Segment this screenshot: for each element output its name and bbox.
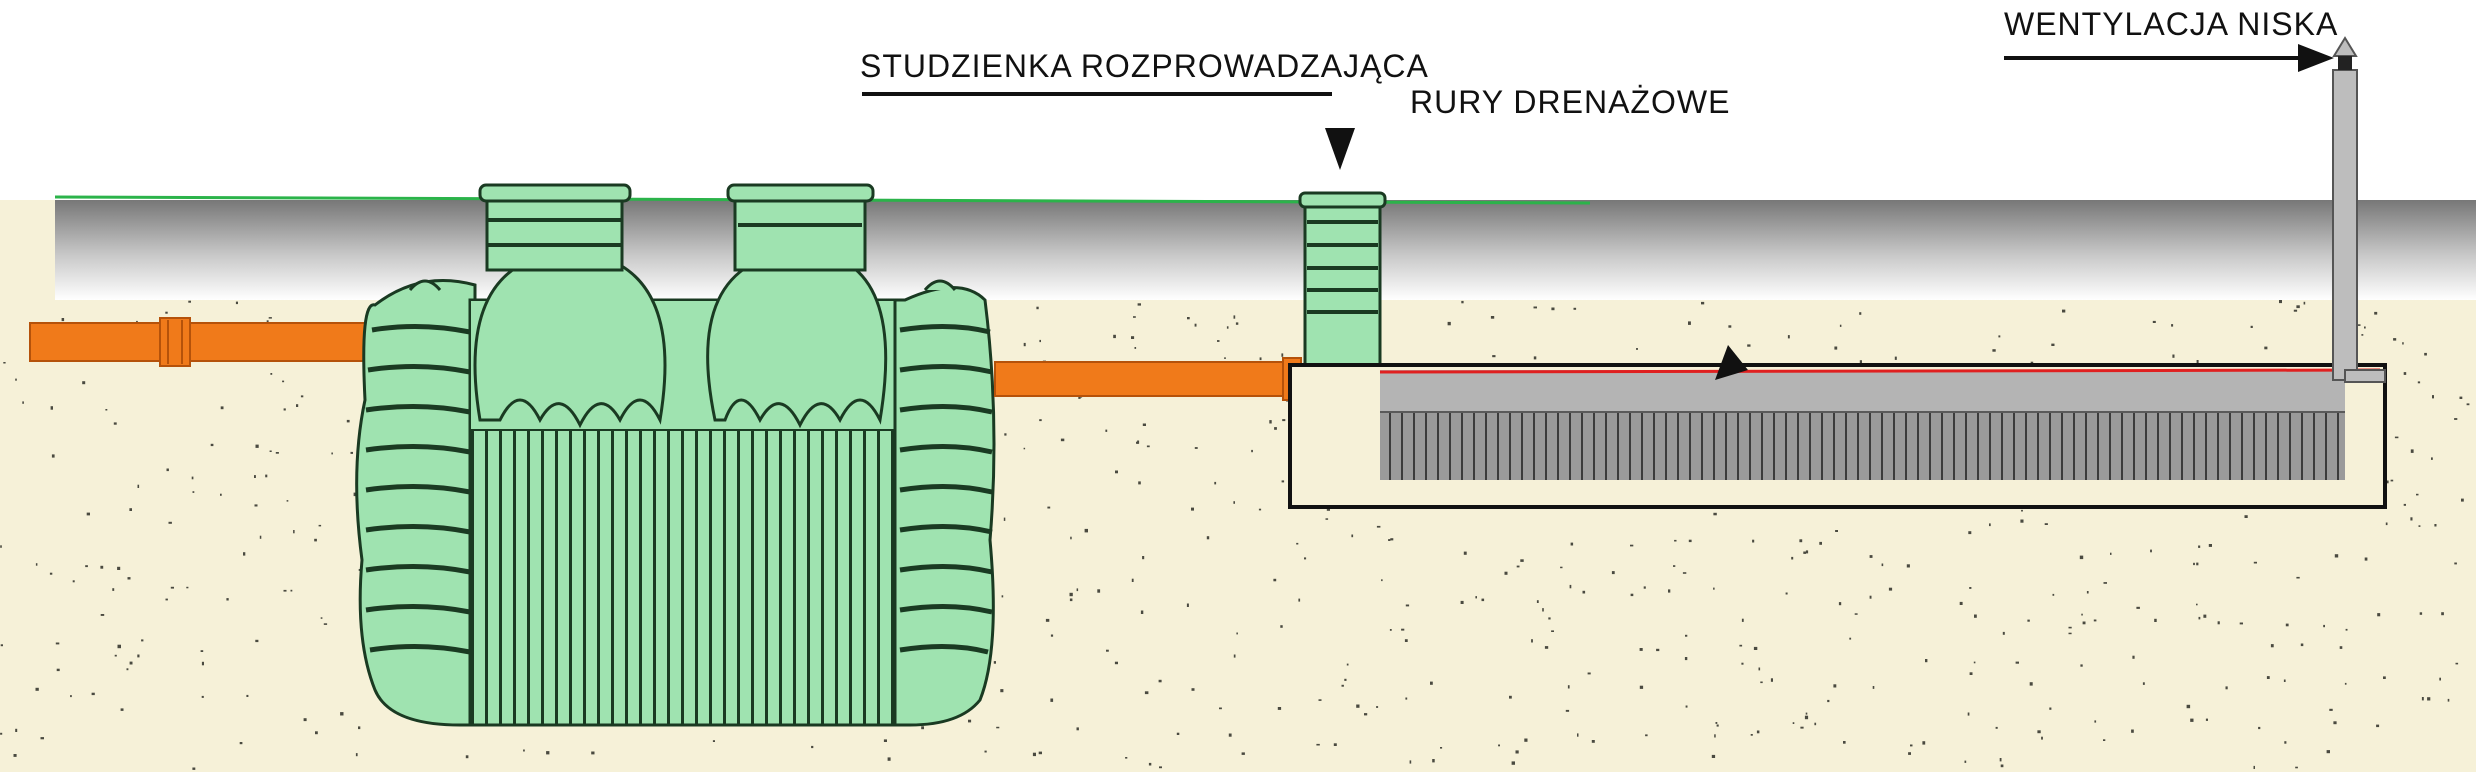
drainage-pipes-label: RURY DRENAŻOWE (1410, 84, 1731, 120)
arrow-down-icon (1325, 128, 1355, 170)
vent-pipe (2332, 36, 2386, 383)
drainage-trench (1288, 363, 2387, 509)
low-ventilation-label: WENTYLACJA NISKA (2004, 6, 2339, 42)
arrow-down-left-icon (1715, 345, 1748, 380)
arrow-right-icon (2298, 44, 2334, 72)
septic-tank (355, 183, 996, 727)
distribution-well-label: STUDZIENKA ROZPROWADZAJĄCA (860, 48, 1429, 84)
outlet-pipe (994, 357, 1302, 401)
inlet-pipe (29, 317, 371, 367)
